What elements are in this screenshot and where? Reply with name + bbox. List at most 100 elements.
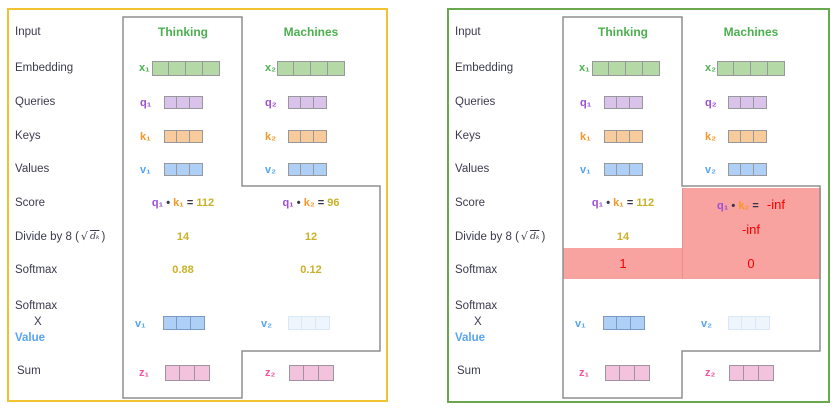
vector-cell [177,130,190,143]
embedding-vector-x2 [717,61,785,76]
row-label-score: Score [455,197,486,209]
dk-symbol: dₖ [529,231,540,242]
dot-operator: • [731,200,736,212]
divide-value-machines-masked: -inf [741,222,761,237]
score-value-machines-masked: -inf [766,197,785,212]
vector-cell [620,365,635,381]
row-label-softmax-x-value: Softmax X Value [455,298,497,346]
softmax-x-value-line1: Softmax [455,300,498,312]
vector-cell [301,163,314,176]
softmax-value-machines: 0.12 [300,264,322,276]
key-vector-k1 [604,130,643,143]
vector-cell [288,96,301,109]
dot-operator: • [606,197,611,209]
divide-value-thinking: 14 [176,231,190,243]
vector-label-q1: q₁ [140,97,152,109]
query-vector-q1 [164,96,203,109]
vector-cell [754,96,767,109]
vector-cell [164,130,177,143]
vector-label-q1: q₁ [580,97,592,109]
vector-cell [754,163,767,176]
query-vector-q2 [728,96,767,109]
row-label-softmax: Softmax [455,264,498,276]
vector-cell [180,365,195,381]
vector-cell [288,130,301,143]
vector-cell [728,96,741,109]
vector-cell [294,61,311,76]
vector-cell [728,130,741,143]
vector-label-v1: v₁ [575,318,586,330]
vector-cell [314,163,327,176]
softmax-x-value-line2: X [34,316,42,328]
sqrt-symbol: √ [80,230,88,243]
vector-cell [635,365,650,381]
embedding-vector-x1 [592,61,660,76]
softmax-value-thinking-masked: 1 [619,256,627,271]
divide-value-thinking: 14 [616,231,630,243]
vector-cell [314,130,327,143]
vector-cell [741,130,754,143]
vector-cell [190,96,203,109]
equals-sign: = [626,197,634,209]
divide-value-machines: 12 [304,231,318,243]
vector-cell [328,61,345,76]
row-label-softmax: Softmax [15,264,58,276]
vector-cell [751,61,768,76]
softmax-value-vector-v2-faded [728,316,770,330]
value-vector-v1 [164,163,203,176]
row-label-score: Score [15,197,46,209]
vector-cell [319,365,334,381]
row-label-divide: Divide by 8 ( √dₖ ) [455,230,545,243]
vector-cell [630,130,643,143]
vector-cell [314,96,327,109]
vector-cell [728,316,742,330]
vector-cell [728,163,741,176]
key-vector-k2 [288,130,327,143]
score-k2: k₂ [738,200,750,212]
vector-cell [643,61,660,76]
divide-label-close: ) [101,230,106,243]
softmax-value-vector-v1 [603,316,645,330]
row-label-softmax-x-value: Softmax X Value [15,298,57,346]
panel-masked-self-attention: Input Embedding Queries Keys Values Scor… [447,8,830,403]
vector-cell [741,96,754,109]
row-label-values: Values [15,163,50,175]
vector-label-q2: q₂ [705,97,717,109]
vector-label-x1: x₁ [579,62,590,74]
divide-label-close: ) [541,230,546,243]
vector-cell [177,316,191,330]
vector-label-v2: v₂ [261,318,273,330]
vector-cell [617,96,630,109]
vector-label-x2: x₂ [705,62,717,74]
divide-label-text: Divide by 8 ( [15,230,79,243]
vector-cell [195,365,210,381]
vector-cell [744,365,759,381]
vector-label-z2: z₂ [705,367,716,379]
vector-cell [630,163,643,176]
row-label-sum: Sum [457,365,481,377]
score-value-thinking: 112 [196,197,215,209]
vector-cell [592,61,609,76]
softmax-value-machines-masked: 0 [747,256,755,271]
vector-label-v1: v₁ [135,318,146,330]
vector-cell [626,61,643,76]
vector-cell [741,163,754,176]
row-label-keys: Keys [15,130,41,142]
equals-sign: = [752,200,759,212]
score-k1: k₁ [613,197,624,209]
vector-cell [203,61,220,76]
vector-cell [186,61,203,76]
value-vector-v2 [288,163,327,176]
vector-cell [316,316,330,330]
row-label-values: Values [455,163,490,175]
vector-cell [164,96,177,109]
softmax-x-value-line3: Value [15,332,46,344]
vector-cell [604,96,617,109]
score-k2: k₂ [303,197,315,209]
vector-cell [152,61,169,76]
vector-cell [604,163,617,176]
score-equation-machines-masked: q₁ • k₂ = -inf [682,197,820,212]
vector-cell [759,365,774,381]
vector-cell [717,61,734,76]
vector-label-k1: k₁ [140,131,151,143]
